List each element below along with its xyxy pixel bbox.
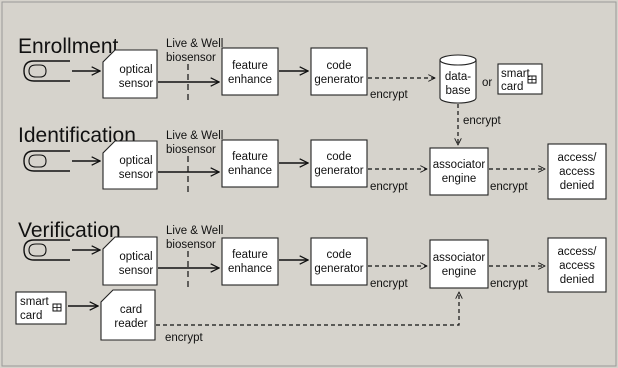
dashed-arrow-reader-to-associator [156,292,459,326]
biosensor-label-2: biosensor [166,52,216,64]
feature-enhance-box [221,47,279,96]
biosensor-label-2: biosensor [166,144,216,156]
optical-sensor-label-1: optical [119,251,152,263]
smart-card-label-2: card [501,81,523,93]
encrypt-label: encrypt [370,89,409,101]
db-encrypt-label: encrypt [463,115,502,127]
optical-sensor-box [102,236,158,286]
feature-enhance-label-2: enhance [228,165,272,177]
smart-card-box [497,63,543,95]
feature-enhance-label-2: enhance [228,263,272,275]
code-generator-label-1: code [327,151,352,163]
feature-enhance-box [221,237,279,286]
fingerprint-finger-icon [23,150,70,172]
biosensor-label-2: biosensor [166,239,216,251]
encrypt-label-2: encrypt [490,181,529,193]
biosensor-label-1: Live & Well [166,38,223,50]
associator-engine-label-1: associator [433,159,486,171]
smart-card-chip-icon [527,75,537,84]
associator-engine-label-2: engine [442,173,477,185]
access-denied-box [547,237,607,293]
fingerprint-finger-icon [23,60,70,82]
encrypt-label-3: encrypt [165,332,204,344]
database-cylinder-icon [439,54,477,104]
code-generator-label-2: generator [314,263,363,275]
access-denied-box [547,143,607,200]
smart-card-label-1: smart [20,296,50,308]
smart-card-box [15,291,67,325]
access-label-1: access/ [558,246,598,258]
access-label-1: access/ [558,152,598,164]
or-label: or [482,77,492,89]
enrollment-title: Enrollment [18,35,119,58]
identification-row: Identification optical sensor Live & Wel… [18,124,607,200]
encrypt-label-2: encrypt [490,278,529,290]
access-label-3: denied [560,274,595,286]
code-generator-box [310,47,368,96]
biosensor-label-1: Live & Well [166,225,223,237]
smart-card-label-1: smart [501,68,531,80]
enrollment-row: Enrollment optical sensor Live & Well bi… [18,35,543,145]
code-generator-label-2: generator [314,165,363,177]
access-label-2: access [559,166,595,178]
verification-title: Verification [18,219,121,242]
code-generator-box [310,139,368,188]
optical-sensor-label-2: sensor [119,78,154,90]
smart-card-chip-icon [52,303,62,312]
feature-enhance-label-1: feature [232,60,268,72]
card-reader-box [100,289,156,341]
optical-sensor-label-1: optical [119,155,152,167]
code-generator-label-1: code [327,60,352,72]
associator-engine-box [429,147,489,196]
associator-engine-label-2: engine [442,266,477,278]
identification-title: Identification [18,124,136,147]
optical-sensor-box [102,140,158,190]
encrypt-label-1: encrypt [370,278,409,290]
associator-engine-box [429,239,489,289]
feature-enhance-label-2: enhance [228,74,272,86]
verification-row: Verification optical sensor Live & Well … [15,219,607,344]
optical-sensor-box [102,49,158,99]
feature-enhance-label-1: feature [232,249,268,261]
access-label-2: access [559,260,595,272]
fingerprint-finger-icon [23,239,70,261]
code-generator-label-2: generator [314,74,363,86]
optical-sensor-label-2: sensor [119,169,154,181]
card-reader-label-1: card [120,304,142,316]
code-generator-box [310,237,368,286]
associator-engine-label-1: associator [433,252,486,264]
database-label-2: base [446,85,471,97]
optical-sensor-label-1: optical [119,64,152,76]
access-label-3: denied [560,180,595,192]
card-reader-label-2: reader [114,318,147,330]
feature-enhance-box [221,139,279,188]
biosensor-label-1: Live & Well [166,130,223,142]
optical-sensor-label-2: sensor [119,265,154,277]
database-label-1: data- [445,71,471,83]
feature-enhance-label-1: feature [232,151,268,163]
smart-card-label-2: card [20,310,42,322]
encrypt-label-1: encrypt [370,181,409,193]
code-generator-label-1: code [327,249,352,261]
